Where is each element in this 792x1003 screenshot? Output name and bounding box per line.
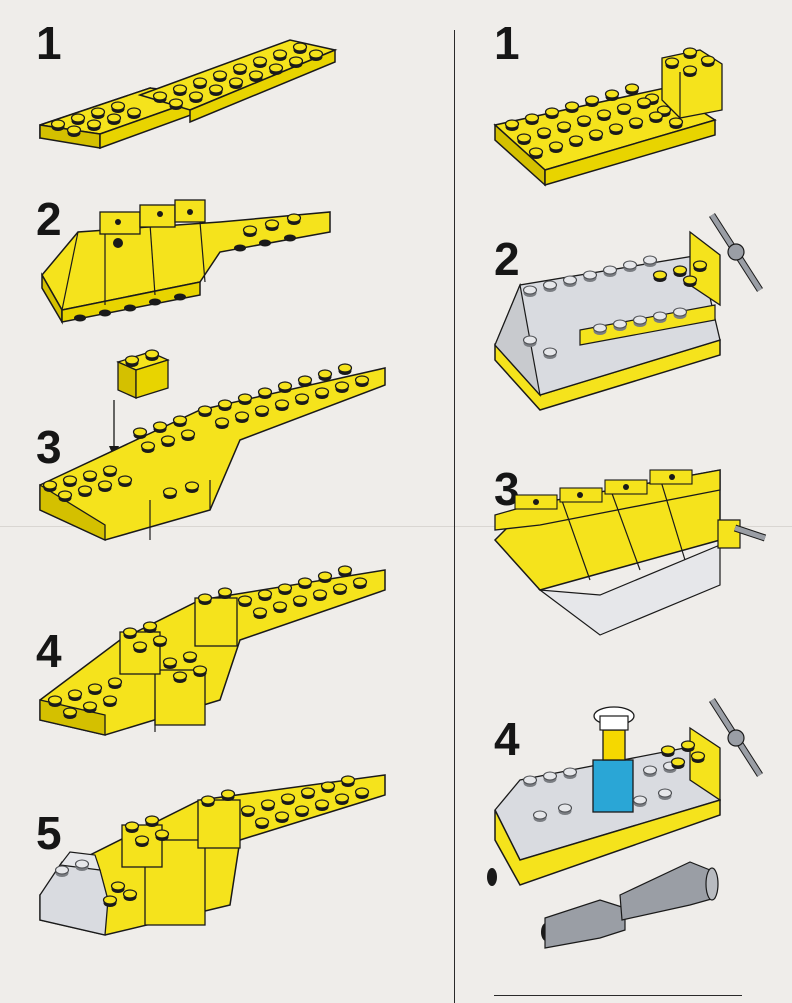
minifig-torso <box>592 759 634 813</box>
left-step-2-number: 2 <box>36 193 62 245</box>
column-divider <box>454 30 455 1003</box>
left-step-4-number: 4 <box>36 625 62 677</box>
left-step-3-number: 3 <box>36 421 62 473</box>
footer-rule <box>494 995 742 996</box>
minifig-head <box>602 729 626 761</box>
right-step-3-tile-top <box>514 469 693 510</box>
right-step-3-propeller-stub <box>717 519 767 549</box>
right-step-3-illustration <box>493 469 767 636</box>
left-step-4-illustration <box>39 565 386 736</box>
right-step-4-skids <box>487 861 719 949</box>
left-step-5-clear-windscreen <box>39 861 109 936</box>
left-step-5-illustration <box>39 774 386 936</box>
right-step-4-number: 4 <box>494 713 520 765</box>
right-step-1-number: 1 <box>494 17 520 69</box>
left-step-3-loose-brick <box>116 349 170 400</box>
left-step-2-underside-studs <box>74 234 296 322</box>
right-step-2-illustration <box>494 213 763 411</box>
paper-fold-line <box>0 526 792 527</box>
right-step-1-illustration <box>493 47 723 187</box>
right-step-2-propeller <box>709 213 763 292</box>
right-step-2-number: 2 <box>494 233 520 285</box>
right-step-4-illustration <box>487 698 763 949</box>
right-step-3-clear-underside <box>537 544 721 636</box>
left-step-1-illustration <box>39 39 338 150</box>
right-step-4-minifig <box>592 706 635 813</box>
left-step-1-number: 1 <box>36 17 62 69</box>
left-step-2-illustration <box>41 199 331 325</box>
right-step-4-propeller <box>709 698 763 777</box>
left-step-3-illustration <box>39 349 386 542</box>
left-step-5-number: 5 <box>36 807 62 859</box>
